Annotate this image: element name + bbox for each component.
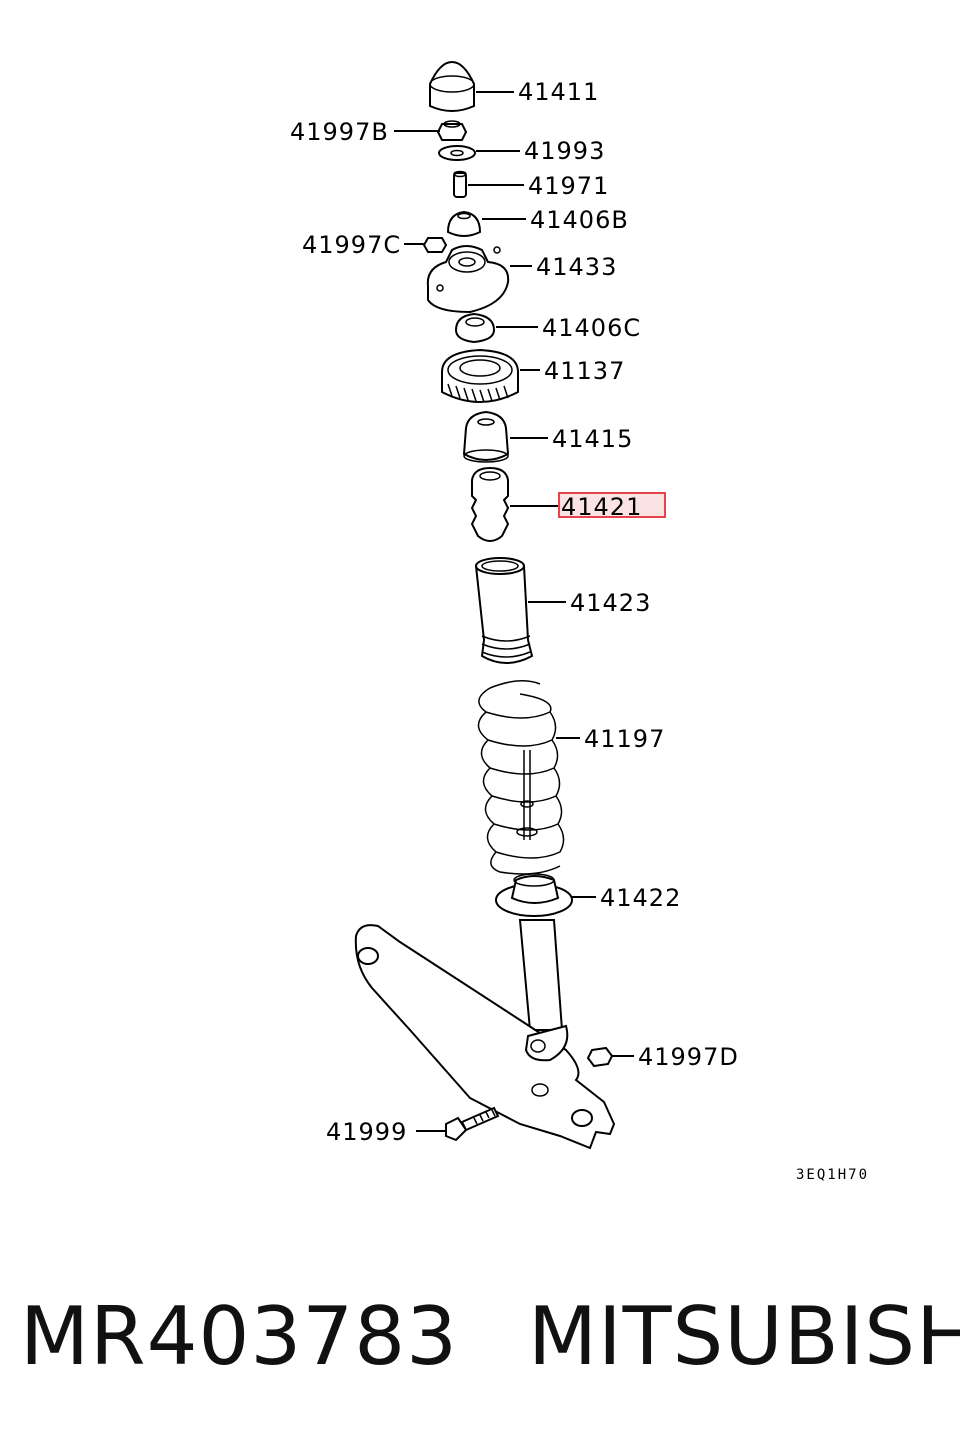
part-label-41997b: 41997B xyxy=(290,118,389,146)
part-label-41993: 41993 xyxy=(524,137,605,165)
part-41421-drawing xyxy=(470,466,510,542)
part-label-41421[interactable]: 41421 xyxy=(561,493,642,521)
part-41137-drawing xyxy=(441,348,519,403)
brand-name: MITSUBISHI xyxy=(528,1290,960,1383)
part-label-41411: 41411 xyxy=(518,78,599,106)
highlight-box-41421[interactable] xyxy=(558,492,666,518)
part-41971-drawing xyxy=(453,170,467,198)
footer: MR403783 MITSUBISHI xyxy=(20,1290,960,1383)
part-label-41997d: 41997D xyxy=(638,1043,739,1071)
part-label-41422: 41422 xyxy=(600,884,681,912)
part-label-41406c: 41406C xyxy=(542,314,641,342)
part-label-41433: 41433 xyxy=(536,253,617,281)
part-41197-drawing xyxy=(477,680,565,875)
part-label-41999: 41999 xyxy=(326,1118,407,1146)
part-number: MR403783 xyxy=(20,1290,458,1383)
part-label-41415: 41415 xyxy=(552,425,633,453)
part-41422-drawing xyxy=(495,873,573,1031)
part-41411-drawing xyxy=(429,60,475,112)
part-41993-drawing xyxy=(438,145,476,161)
part-41406c-drawing xyxy=(454,312,496,344)
part-41415-drawing xyxy=(462,410,510,463)
part-41423-drawing xyxy=(474,557,534,664)
part-label-41423: 41423 xyxy=(570,589,651,617)
diagram-code: 3EQ1H70 xyxy=(796,1167,869,1183)
part-label-41197: 41197 xyxy=(584,725,665,753)
lower-arm-drawing xyxy=(354,924,616,1150)
part-label-41997c: 41997C xyxy=(302,231,401,259)
part-41433-drawing xyxy=(426,245,510,314)
part-label-41971: 41971 xyxy=(528,172,609,200)
part-41997c-drawing xyxy=(422,237,448,253)
part-41406b-drawing xyxy=(446,210,482,237)
part-41997b-drawing xyxy=(436,120,468,141)
part-41999-drawing xyxy=(445,1106,500,1142)
part-label-41137: 41137 xyxy=(544,357,625,385)
part-label-41406b: 41406B xyxy=(530,206,629,234)
part-41997d-drawing xyxy=(586,1046,614,1068)
